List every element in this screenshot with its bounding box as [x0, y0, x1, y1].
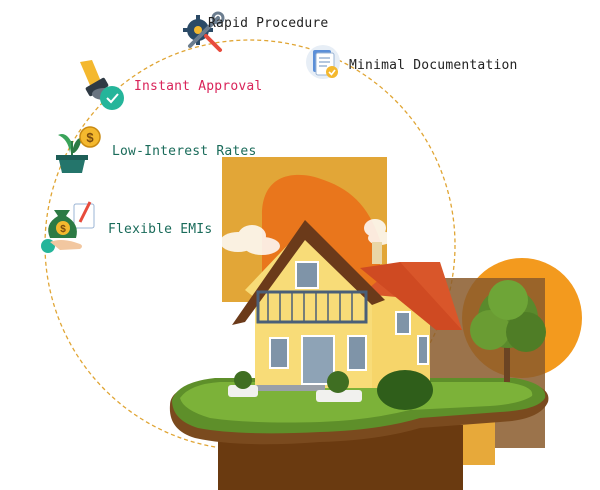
feature-label: Rapid Procedure	[208, 16, 329, 31]
plant-coin-icon: $	[52, 125, 106, 177]
feature-label: Minimal Documentation	[349, 57, 518, 73]
grass-island	[169, 378, 549, 445]
feature-label: Instant Approval	[134, 78, 263, 94]
feature-label: Low-Interest Rates	[112, 143, 257, 159]
feature-label: Flexible EMIs	[108, 221, 213, 237]
stamp-approval-icon	[72, 56, 128, 116]
svg-text:$: $	[60, 224, 66, 235]
feature-minimal-documentation: Minimal Documentation	[305, 44, 518, 86]
svg-text:$: $	[86, 130, 94, 145]
clouds	[220, 219, 392, 255]
dashed-orbit-circle	[44, 39, 456, 451]
feature-low-interest-rates: $ Low-Interest Rates	[52, 125, 256, 177]
feature-instant-approval: Instant Approval	[72, 56, 262, 116]
feature-rapid-procedure: Rapid Procedure	[180, 10, 328, 60]
documents-icon	[305, 44, 343, 86]
feature-flexible-emis: $ Flexible EMIs	[40, 198, 212, 260]
tree	[470, 280, 546, 382]
gear-wrench-icon	[180, 10, 226, 60]
house	[228, 220, 462, 410]
money-bag-hand-icon: $	[40, 198, 102, 260]
